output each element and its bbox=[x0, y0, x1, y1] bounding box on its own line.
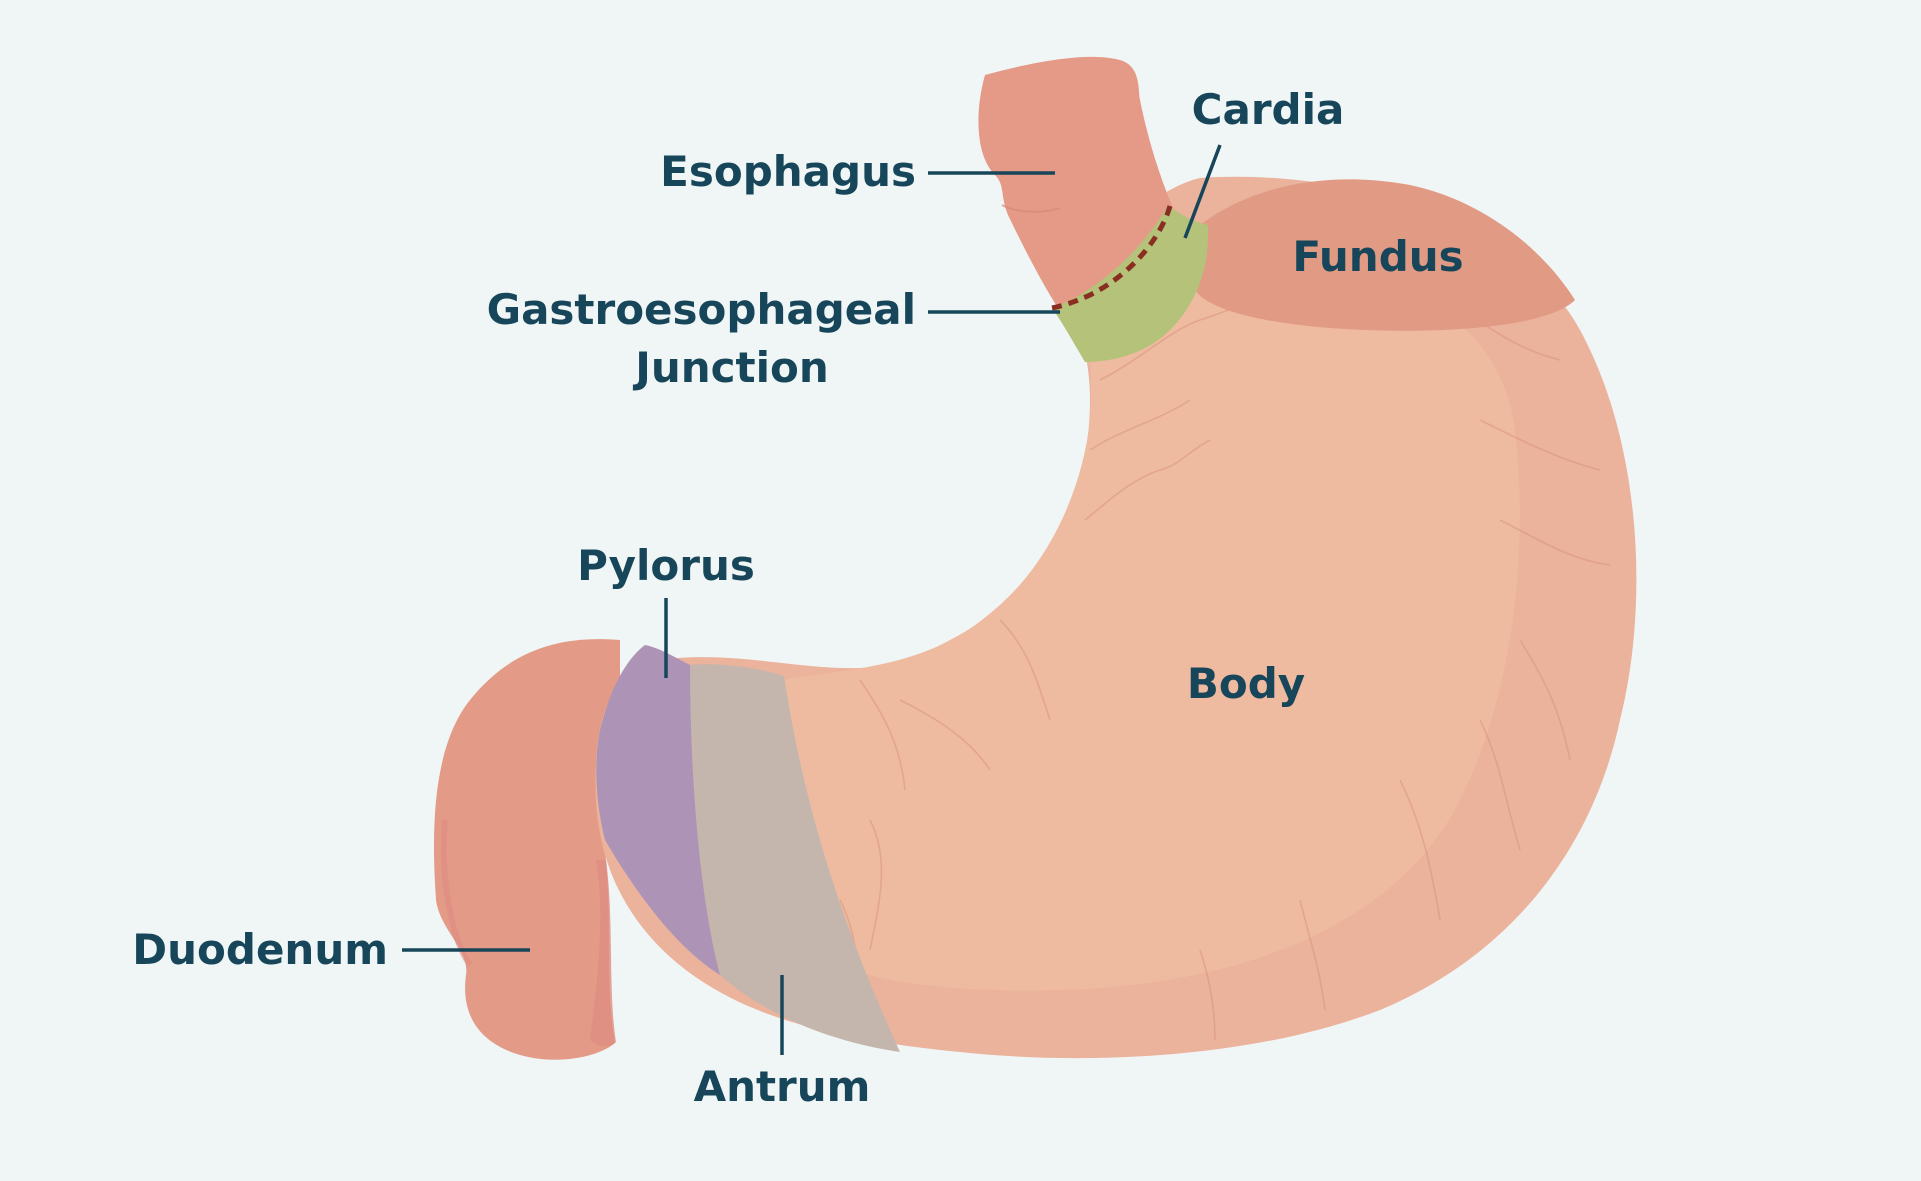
esophagus-shape bbox=[978, 56, 1178, 308]
antrum-region bbox=[688, 664, 900, 1052]
label-cardia: Cardia bbox=[1192, 85, 1345, 134]
stomach-shape bbox=[595, 176, 1637, 1059]
label-ge-junction-line2: Junction bbox=[632, 343, 829, 392]
label-antrum: Antrum bbox=[694, 1062, 871, 1111]
cardia-leader bbox=[1183, 144, 1222, 239]
duodenum-shape bbox=[433, 639, 620, 1060]
label-fundus: Fundus bbox=[1292, 232, 1463, 281]
label-pylorus: Pylorus bbox=[577, 541, 755, 590]
pylorus-region bbox=[596, 645, 720, 975]
label-body: Body bbox=[1187, 659, 1305, 708]
label-ge-junction-line1: Gastroesophageal bbox=[487, 285, 916, 334]
cardia-region bbox=[1052, 205, 1209, 362]
label-esophagus: Esophagus bbox=[660, 147, 916, 196]
label-duodenum: Duodenum bbox=[132, 925, 388, 974]
fundus-region bbox=[1192, 179, 1575, 331]
ge-junction-dash-line bbox=[1051, 205, 1173, 311]
